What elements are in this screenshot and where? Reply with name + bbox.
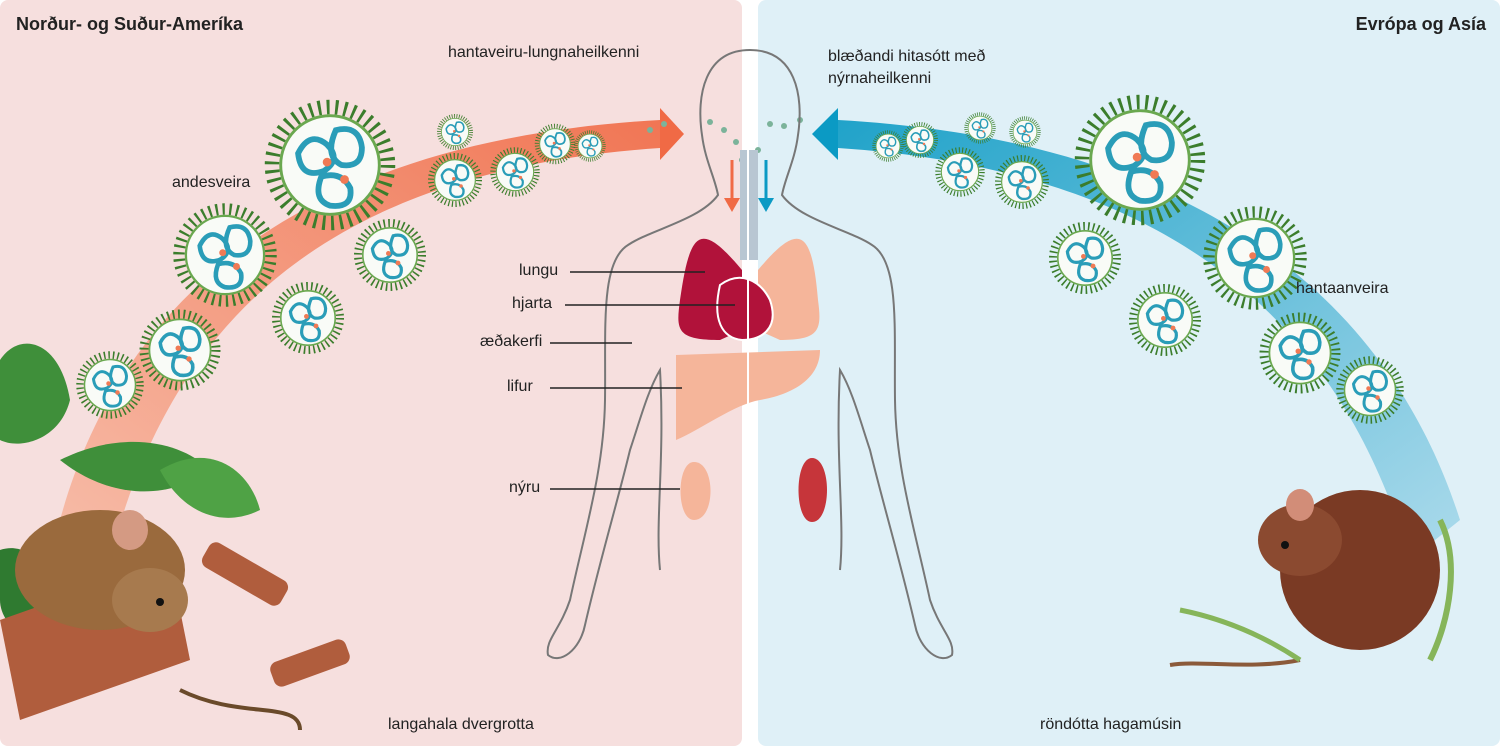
left-arrow-head: [660, 108, 684, 160]
rodent-label-left: langahala dvergrotta: [388, 716, 534, 733]
rodent-label-right: röndótta hagamúsin: [1040, 716, 1182, 733]
mouse-illustration-icon: [1169, 489, 1454, 667]
kidney-left-light: [680, 462, 711, 520]
virus-label-left: andesveira: [172, 174, 251, 191]
organ-label-vascular: æðakerfi: [480, 333, 543, 350]
region-title-eurasia: Evrópa og Asía: [1355, 14, 1486, 34]
virus-particle-icon: [872, 102, 1400, 420]
syndrome-label-right: blæðandi hitasótt með nýrnaheilkenni: [828, 46, 985, 90]
kidney-right-dark: [798, 458, 827, 522]
virus-label-right: hantaanveira: [1296, 280, 1389, 297]
rat-illustration-icon: [0, 510, 350, 731]
human-body-outline-icon: [546, 49, 954, 660]
syndrome-label-right-line2: nýrnaheilkenni: [828, 70, 932, 87]
organ-label-liver: lifur: [507, 378, 533, 395]
organ-label-lungs: lungu: [519, 262, 559, 279]
syndrome-label-right-line1: blæðandi hitasótt með: [828, 48, 986, 65]
right-arrow-head: [812, 108, 838, 160]
region-title-americas: Norður- og Suður-Ameríka: [16, 14, 244, 34]
syndrome-label-left: hantaveiru-lungnaheilkenni: [448, 44, 640, 61]
organ-label-heart: hjarta: [512, 295, 553, 312]
organ-label-kidneys: nýru: [509, 479, 541, 496]
